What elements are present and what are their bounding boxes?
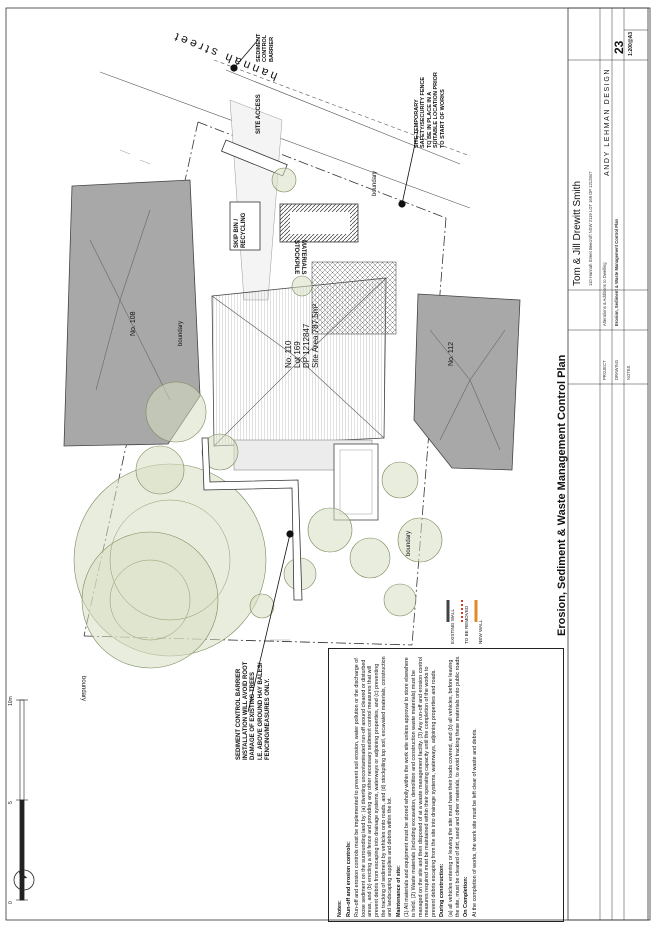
neighbour-112-label: No. 112 <box>448 342 455 366</box>
lot-id: Lot 169 <box>293 341 302 368</box>
scale-tick-5: 5 <box>8 801 14 804</box>
notes-maintenance-title: Maintenance of site: <box>395 865 402 917</box>
plan-title: Erosion, Sediment & Waste Management Con… <box>556 354 568 636</box>
neighbour-112-building <box>413 293 521 471</box>
notes-maintenance-body: (1) All materials and equipment must be … <box>404 657 437 917</box>
legend-to-be-removed: TO BE REMOVED <box>464 605 469 644</box>
notes-construction-title: During construction: <box>439 863 446 917</box>
sediment-barrier-line-3: BARRIER <box>268 36 275 62</box>
garage-roof <box>311 261 397 335</box>
barrier-note-line-3: DAMAGE OF EXISTING TREES <box>250 671 257 760</box>
barrier-note-line-5: FENCING/MEASURES ONLY. <box>264 678 271 760</box>
notes-runoff-title: Run-off and erosion controls: <box>345 841 352 917</box>
legend-existing-wall: EXISTING WALL <box>450 608 455 644</box>
skip-bin-line-1: SKIP BIN / <box>234 218 240 248</box>
stockpile-label: MATERIALS STOCKPILE <box>292 240 306 275</box>
boundary-label-rear: boundary <box>80 676 86 702</box>
skip-bin-line-2: RECYCLING <box>241 212 247 248</box>
stockpile-line-1: MATERIALS <box>300 240 306 275</box>
sediment-barrier-line-2: CONTROL <box>262 34 269 62</box>
notes-construction-body: (a) all vehicles entering or leaving the… <box>447 655 461 917</box>
pool <box>333 443 379 521</box>
legend-labels: EXISTING WALL TO BE REMOVED NEW WALL <box>446 606 488 644</box>
scale-tick-10: 10m <box>8 696 14 706</box>
title-block-rules <box>567 7 649 921</box>
tb-client: Tom & Jill Drewitt Smith <box>572 180 583 286</box>
tb-firm: ANDY LEHMAN DESIGN <box>604 67 611 176</box>
tb-project: Alterations & Additions to Dwelling <box>602 262 607 326</box>
skip-bin <box>229 201 261 251</box>
barrier-note: SEDIMENT CONTROL BARRIER INSTALLATION WI… <box>236 662 272 760</box>
tb-scale: 1:200@A3 <box>628 31 634 56</box>
lot-label: No. 110 Lot 169 DP 1212847 Site Area 787… <box>284 304 320 368</box>
stockpile-line-2: STOCKPILE <box>293 240 299 275</box>
notes-heading: Notes: <box>337 900 343 917</box>
scale-tick-0: 0 <box>8 901 14 904</box>
legend-new-wall: NEW WALL <box>478 619 483 644</box>
boundary-label-bottom: boundary <box>406 530 412 556</box>
barrier-note-line-2: INSTALLATION WILL AVOID ROOT <box>243 661 250 760</box>
notes-panel: Notes: Run-off and erosion controls: Run… <box>328 648 564 922</box>
legend-swatches <box>446 600 478 622</box>
notes-runoff-body: Run-off and erosion controls must be imp… <box>354 656 394 917</box>
fence-note: SITE TEMPORARY SAFETY/SECURITY FENCE TO … <box>414 72 446 148</box>
north-arrow-icon <box>13 869 35 891</box>
fence-note-line-2: SAFETY/SECURITY FENCE <box>420 76 427 148</box>
lot-dp: DP 1212847 <box>302 323 311 368</box>
sediment-barrier-label-top: SEDIMENT CONTROL BARRIER <box>256 34 275 62</box>
tb-drawing-label: DRAWING <box>614 359 619 380</box>
fence-note-line-4: SUITABLE LOCATION PRIOR <box>433 72 440 148</box>
site-access-label: SITE ACCESS <box>256 94 262 134</box>
skip-bin-label: SKIP BIN / RECYCLING <box>234 213 248 248</box>
notes-completion-title: On Completion: <box>463 876 470 917</box>
dimension-marks <box>119 149 290 641</box>
tb-address: 110 Hannah Street Beecroft NSW 2119 LOT … <box>588 171 593 286</box>
boundary-label-left: boundary <box>178 320 184 346</box>
fence-note-line-5: TO START OF WORKS <box>439 89 446 148</box>
barrier-note-line-4: I.E. ABOVE GROUND HAY BALES/ <box>257 662 264 760</box>
tb-project-label: PROJECT <box>602 360 607 380</box>
barrier-note-line-1: SEDIMENT CONTROL BARRIER <box>236 668 242 760</box>
neighbour-108-label: No. 108 <box>130 311 137 336</box>
lot-number: No. 110 <box>284 340 293 368</box>
tb-sheet-no: 23 <box>612 40 626 54</box>
notes-content: Notes: Run-off and erosion controls: Run… <box>335 655 561 917</box>
street-edge <box>99 59 471 209</box>
scale-bar <box>16 699 28 901</box>
site-area: Site Area 787.5m² <box>311 303 320 368</box>
trees <box>73 167 443 669</box>
boundary-label-right: boundary <box>372 170 378 196</box>
leader-lines <box>230 39 419 713</box>
notes-completion-body: At the completion of works, the work sit… <box>471 728 478 917</box>
tb-drawing: Erosion, Sediment & Waste Management Con… <box>614 218 619 326</box>
sediment-barrier <box>201 437 303 601</box>
tb-notes-label: NOTES <box>626 365 631 380</box>
